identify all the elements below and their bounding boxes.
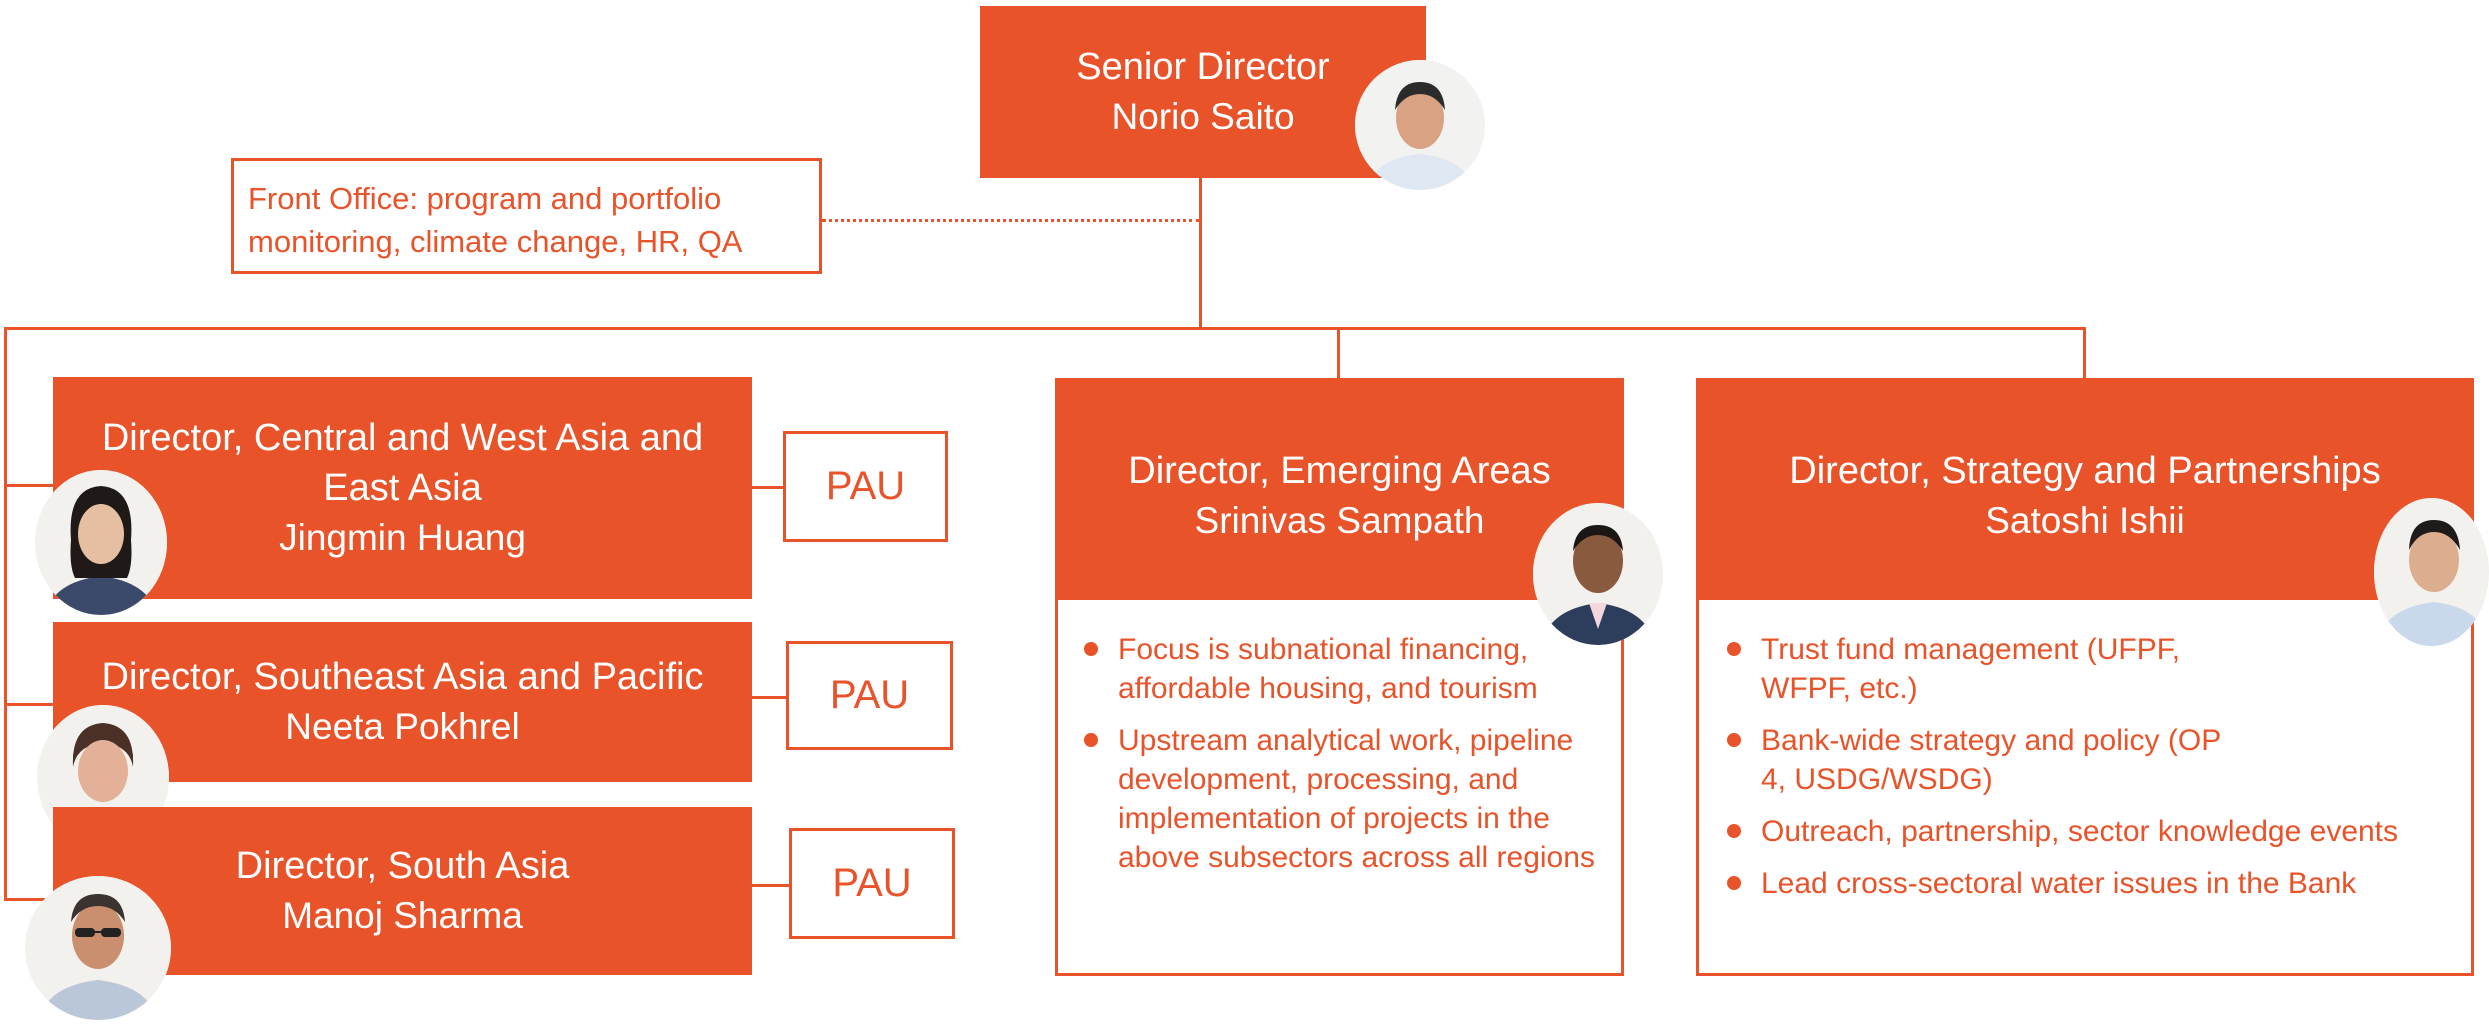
connector-senior-down [1199, 178, 1202, 330]
connector-main-bar [4, 327, 2086, 330]
director-sa-name: Manoj Sharma [282, 895, 523, 936]
director-ea-name: Srinivas Sampath [1194, 500, 1485, 541]
portrait-director-sa [25, 876, 171, 1020]
portrait-director-ea [1533, 503, 1663, 645]
connector-pau-cwea [751, 486, 784, 489]
pau-cwea-box: PAU [783, 431, 948, 542]
director-cwea-name: Jingmin Huang [279, 517, 526, 558]
ea-bullet-1: Focus is subnational financing, affordab… [1070, 630, 1605, 708]
connector-front-office [822, 219, 1200, 222]
connector-left-trunk [4, 327, 7, 901]
portrait-director-sp [2374, 498, 2489, 646]
senior-director-name: Norio Saito [1111, 96, 1295, 137]
pau-sa-label: PAU [832, 861, 912, 905]
person-photo-icon [2374, 498, 2489, 646]
sp-bullet-3: Outreach, partnership, sector knowledge … [1713, 812, 2455, 851]
director-ea-responsibilities: Focus is subnational financing, affordab… [1055, 600, 1624, 976]
pau-sea-label: PAU [829, 673, 910, 717]
connector-to-cwea [4, 484, 54, 487]
connector-to-sea [4, 703, 54, 706]
connector-pau-sea [751, 696, 787, 699]
pau-cwea-label: PAU [825, 464, 906, 508]
director-sp-title: Director, Strategy and Partnerships [1789, 450, 2381, 492]
ea-bullet-2: Upstream analytical work, pipeline devel… [1070, 721, 1605, 877]
person-photo-icon [1533, 503, 1663, 645]
senior-director-box: Senior Director Norio Saito [980, 6, 1426, 178]
director-sp-box: Director, Strategy and Partnerships Sato… [1696, 378, 2474, 602]
sp-bullet-list: Trust fund management (UFPF, WFPF, etc.)… [1713, 630, 2455, 903]
portrait-director-cwea [35, 470, 167, 615]
person-photo-icon [1355, 60, 1485, 190]
sp-bullet-4: Lead cross-sectoral water issues in the … [1713, 864, 2455, 903]
director-sp-responsibilities: Trust fund management (UFPF, WFPF, etc.)… [1696, 600, 2474, 976]
ea-bullet-list: Focus is subnational financing, affordab… [1070, 630, 1605, 877]
connector-to-sa [4, 898, 54, 901]
connector-pau-sa [751, 884, 790, 887]
director-sea-title: Director, Southeast Asia and Pacific [101, 656, 704, 698]
front-office-box: Front Office: program and portfolio moni… [231, 158, 822, 274]
front-office-text: Front Office: program and portfolio moni… [248, 181, 743, 259]
connector-to-sp [2083, 327, 2086, 379]
director-ea-title: Director, Emerging Areas [1128, 450, 1551, 492]
person-photo-icon [25, 876, 171, 1020]
director-cwea-box: Director, Central and West Asia and East… [53, 377, 752, 599]
director-ea-box: Director, Emerging Areas Srinivas Sampat… [1055, 378, 1624, 602]
person-photo-icon [35, 470, 167, 615]
portrait-senior-director [1355, 60, 1485, 190]
director-sa-title: Director, South Asia [235, 845, 570, 887]
director-sea-name: Neeta Pokhrel [285, 706, 520, 747]
sp-bullet-1: Trust fund management (UFPF, WFPF, etc.) [1713, 630, 2181, 708]
director-sea-box: Director, Southeast Asia and Pacific Nee… [53, 622, 752, 782]
pau-sa-box: PAU [789, 828, 955, 939]
connector-to-ea [1337, 327, 1340, 379]
director-sp-name: Satoshi Ishii [1985, 500, 2185, 541]
sp-bullet-2: Bank-wide strategy and policy (OP 4, USD… [1713, 721, 2241, 799]
director-cwea-title: Director, Central and West Asia and East… [101, 417, 704, 509]
senior-director-title: Senior Director [1076, 46, 1330, 88]
pau-sea-box: PAU [786, 641, 953, 750]
